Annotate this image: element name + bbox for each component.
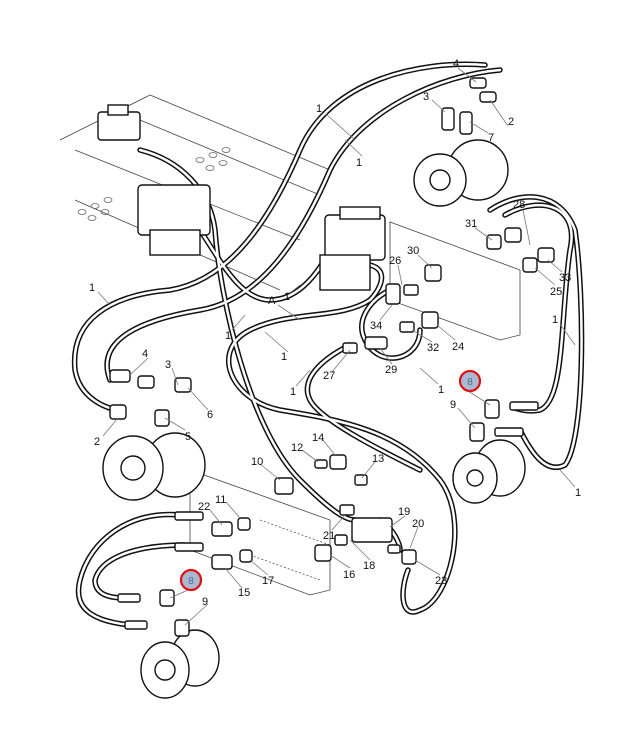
callout-21: 21	[323, 530, 335, 542]
relay-valve-top-left	[97, 104, 141, 141]
callout-1: 1	[89, 282, 95, 294]
callout-1: 1	[575, 487, 581, 499]
callout-23: 23	[435, 575, 447, 587]
callout-12: 12	[291, 442, 303, 454]
callout-26: 26	[389, 255, 401, 267]
callout-9: 9	[202, 596, 208, 608]
callout-17: 17	[262, 575, 274, 587]
callout-labels: 1 1 1 1 1 1 1 1 1 1 A 2 2 3 3 4 4 5 6 7 …	[89, 58, 581, 608]
svg-text:8: 8	[467, 377, 473, 388]
callout-1: 1	[290, 386, 296, 398]
callout-18: 18	[363, 560, 375, 572]
hose-outline	[75, 511, 183, 628]
callout-3: 3	[423, 91, 429, 103]
callout-19: 19	[398, 506, 410, 518]
callout-1: 1	[438, 384, 444, 396]
callout-30: 30	[407, 245, 419, 257]
callout-4: 4	[142, 348, 148, 360]
chassis-frame	[59, 94, 521, 596]
callout-7: 7	[488, 132, 494, 144]
svg-text:8: 8	[188, 576, 194, 587]
callout-6: 6	[207, 409, 213, 421]
callout-1: 1	[316, 103, 322, 115]
callout-1: 1	[356, 157, 362, 169]
callout-14: 14	[312, 432, 324, 444]
callout-2: 2	[94, 436, 100, 448]
callout-33: 33	[559, 272, 571, 284]
hose-outline	[304, 342, 423, 473]
callout-10: 10	[251, 456, 263, 468]
hose	[105, 68, 502, 382]
callout-3: 3	[165, 359, 171, 371]
callout-4: 4	[453, 58, 459, 70]
callout-1: 1	[284, 291, 290, 303]
highlighted-callout-8[interactable]: 8	[458, 369, 482, 393]
brake-chamber-bottom-left	[140, 629, 220, 699]
callout-5: 5	[185, 431, 191, 443]
callout-29: 29	[385, 364, 397, 376]
callout-2: 2	[508, 116, 514, 128]
brake-chamber-left	[102, 432, 206, 501]
hose-outline	[487, 194, 585, 470]
callout-A: A	[268, 295, 276, 307]
hose	[198, 228, 332, 302]
hose	[93, 543, 187, 600]
callout-13: 13	[372, 453, 384, 465]
callout-20: 20	[412, 518, 424, 530]
callout-1: 1	[225, 330, 231, 342]
callout-28: 28	[513, 199, 525, 211]
hose	[306, 343, 422, 472]
hose	[138, 148, 357, 522]
hose	[488, 195, 583, 469]
modulator-left	[137, 184, 211, 256]
hose	[73, 63, 487, 412]
brake-hoses	[71, 61, 585, 628]
leader-lines	[97, 67, 576, 626]
callout-1: 1	[281, 351, 287, 363]
hose	[77, 513, 182, 627]
callout-27: 27	[323, 370, 335, 382]
callout-11: 11	[215, 494, 226, 506]
callout-31: 31	[465, 218, 477, 230]
highlighted-callout-8[interactable]: 8	[179, 568, 203, 592]
callout-32: 32	[427, 342, 439, 354]
callout-24: 24	[452, 341, 464, 353]
modulator-center	[319, 206, 386, 291]
callout-16: 16	[343, 569, 355, 581]
callout-34: 34	[370, 320, 382, 332]
brake-chamber-right	[452, 439, 526, 504]
callout-25: 25	[550, 286, 562, 298]
callout-1: 1	[552, 314, 558, 326]
callout-22: 22	[198, 501, 210, 513]
brake-chamber-top-right	[413, 139, 509, 207]
callout-15: 15	[238, 587, 250, 599]
components	[97, 77, 555, 699]
hose	[227, 263, 456, 614]
callout-9: 9	[450, 399, 456, 411]
hose	[503, 203, 573, 413]
